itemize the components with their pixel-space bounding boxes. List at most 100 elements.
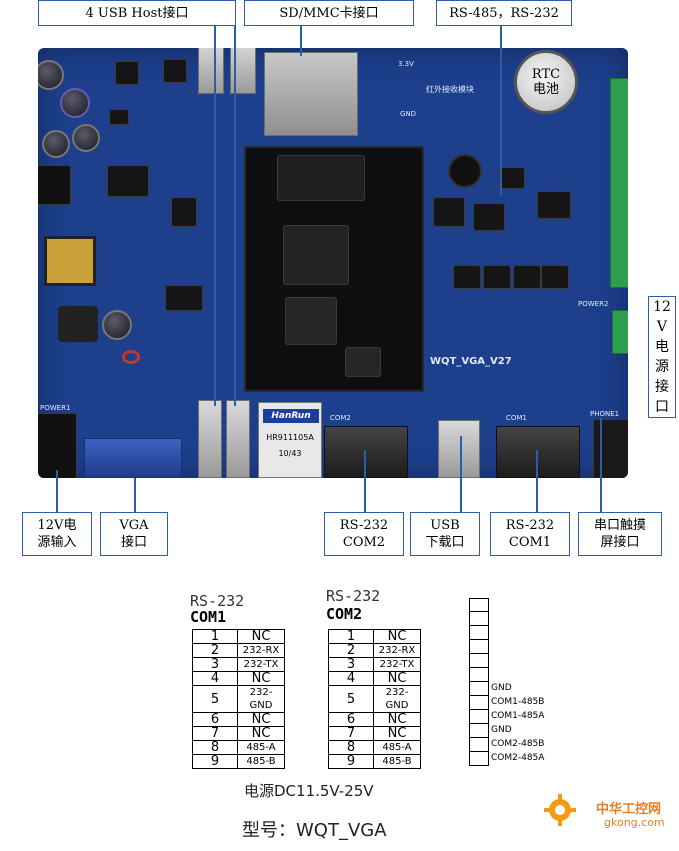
capacitor-1: [38, 60, 64, 90]
power-terminal: [612, 310, 628, 354]
pin-signal: 232-GND: [237, 685, 285, 713]
model-number: 型号：WQT_VGA: [242, 820, 387, 841]
pin-number: 3: [328, 657, 374, 672]
com1-silk: COM1: [506, 414, 527, 422]
gear-icon: [543, 793, 577, 827]
leader-12v-input: [56, 470, 58, 512]
callout-sd-mmc: SD/MMC卡接口: [244, 0, 414, 26]
terminal-box: [469, 738, 489, 752]
terminal-label: COM1-485B: [491, 697, 545, 707]
callout-12v-port: 12 V 电 源 接 口: [648, 296, 676, 418]
terminal-box: [469, 626, 489, 640]
model-silk: WQT_VGA_V27: [430, 356, 512, 367]
terminal-label: COM2-485A: [491, 753, 545, 763]
pin-signal: NC: [373, 726, 421, 741]
v33-silk: 3.3V: [398, 60, 414, 68]
chip-u8: [166, 286, 202, 310]
leader-serial-touch: [600, 418, 602, 512]
pin-number: 7: [328, 726, 374, 741]
cpu: [286, 298, 336, 344]
pin-signal: 485-B: [373, 754, 421, 769]
leader-usb-host-1: [214, 26, 216, 406]
db9-com1: [496, 426, 580, 478]
callout-rs232-com1: RS-232 COM1: [490, 512, 570, 556]
ir-module-silk: 红外接收模块: [426, 85, 474, 94]
usb-host-top-1: [198, 48, 224, 94]
callout-usb-host: 4 USB Host接口: [38, 0, 236, 26]
red-coil: [122, 350, 140, 364]
rtc-label: RTC 电池: [531, 67, 561, 97]
pin-signal: 232-RX: [237, 643, 285, 658]
pin-signal: 232-TX: [237, 657, 285, 672]
callout-usb-download: USB 下载口: [410, 512, 480, 556]
leader-usb-download: [460, 436, 462, 512]
chip-u21: [514, 266, 540, 288]
buzzer: [448, 154, 482, 188]
phone-jack: [594, 420, 628, 478]
pin-number: 9: [328, 754, 374, 769]
pin-signal: NC: [237, 712, 285, 727]
capacitor-2: [60, 88, 90, 118]
pin-number: 4: [192, 671, 238, 686]
callout-serial-touch: 串口触摸 屏接口: [578, 512, 662, 556]
chip-u20: [484, 266, 510, 288]
capacitor-4: [72, 124, 100, 152]
terminal-block: [610, 78, 628, 288]
terminal-label: GND: [491, 683, 512, 693]
usb-host-bottom-1: [198, 400, 222, 478]
pin-signal: 485-A: [373, 740, 421, 755]
db9-com2: [324, 426, 408, 478]
chip-u19: [454, 266, 480, 288]
pin-signal: NC: [237, 629, 285, 644]
com1-title-line1: RS-232: [190, 592, 245, 610]
ethernet-jack: HanRun HR911105A 10/43: [258, 402, 322, 478]
pin-number: 4: [328, 671, 374, 686]
terminal-label: COM1-485A: [491, 711, 545, 721]
pin-number: 6: [192, 712, 238, 727]
com2-title-line2: COM2: [326, 605, 363, 623]
chip-u16: [434, 198, 464, 226]
rtc-battery: RTC 电池: [514, 50, 578, 114]
power2-silk: POWER2: [578, 300, 609, 308]
pin-signal: 485-B: [237, 754, 285, 769]
usb-host-bottom-2: [226, 400, 250, 478]
pin-signal: NC: [237, 726, 285, 741]
leader-rs485: [500, 26, 502, 196]
terminal-box: [469, 654, 489, 668]
terminal-box: [469, 710, 489, 724]
leader-usb-host-2: [234, 26, 236, 406]
terminal-box: [469, 682, 489, 696]
leader-vga: [134, 478, 136, 512]
pin-signal: NC: [237, 671, 285, 686]
transformer: [44, 236, 96, 286]
watermark-name: 中华工控网: [596, 802, 662, 817]
regulator: [38, 166, 70, 204]
chip-u3: [164, 60, 186, 82]
leader-sd: [300, 26, 302, 56]
pcb-board: 3.3V 红外接收模块 GND RTC 电池 POWER2 WQT_VGA_V2…: [38, 48, 628, 478]
pin-signal: 232-TX: [373, 657, 421, 672]
chip-u24: [500, 168, 524, 188]
dc-jack: [38, 414, 76, 478]
chip-u15: [474, 204, 504, 230]
pin-number: 1: [192, 629, 238, 644]
terminal-box: [469, 598, 489, 612]
pin-number: 1: [328, 629, 374, 644]
leader-com1: [536, 450, 538, 512]
com1-title-line2: COM1: [190, 608, 227, 626]
nand-flash: [278, 156, 364, 200]
phone1-silk: PHONE1: [590, 410, 620, 418]
